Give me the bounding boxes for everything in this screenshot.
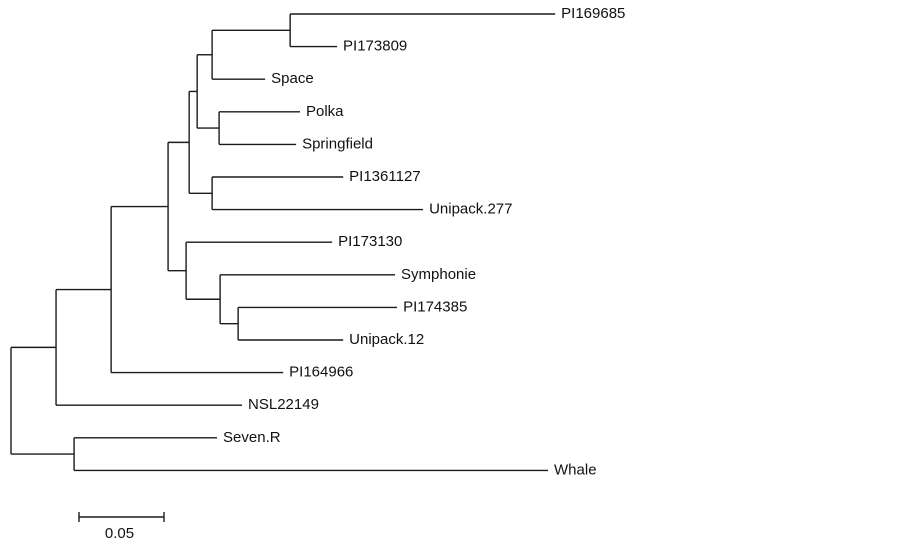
leaf-label: NSL22149 [248, 396, 319, 413]
leaf-label: PI174385 [403, 298, 467, 315]
leaf-label: Unipack.12 [349, 331, 424, 348]
tree-labels: PI169685PI173809SpacePolkaSpringfieldPI1… [223, 5, 625, 478]
leaf-label: Whale [554, 461, 597, 478]
scale-bar: 0.05 [78, 512, 165, 542]
leaf-label: Springfield [302, 135, 373, 152]
leaf-label: Unipack.277 [429, 201, 512, 218]
leaf-label: Polka [306, 103, 344, 120]
leaf-label: PI173130 [338, 233, 402, 250]
leaf-label: PI173809 [343, 38, 407, 55]
leaf-label: PI169685 [561, 5, 625, 22]
leaf-label: PI1361127 [349, 168, 420, 185]
leaf-label: Symphonie [401, 266, 476, 283]
tree-branches [10, 13, 556, 472]
leaf-label: Space [271, 70, 314, 87]
scale-bar-label: 0.05 [105, 525, 134, 542]
leaf-label: Seven.R [223, 429, 281, 446]
leaf-label: PI164966 [289, 364, 353, 381]
